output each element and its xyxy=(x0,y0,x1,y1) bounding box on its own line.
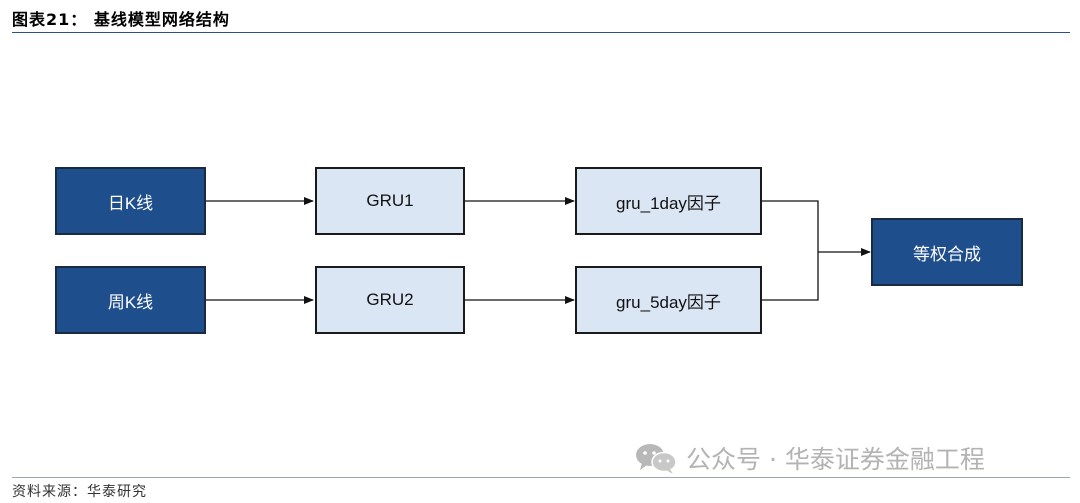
source-note: 资料来源：华泰研究 xyxy=(12,484,147,500)
edge-factor1-merge xyxy=(762,200,819,252)
node-gru1: GRU1 xyxy=(315,167,465,235)
node-daily-k: 日K线 xyxy=(55,167,206,235)
header-title: 图表21： 基线模型网络结构 xyxy=(12,10,230,29)
edge-factor5-merge xyxy=(762,252,819,301)
footer-divider xyxy=(12,477,1070,478)
header-divider xyxy=(12,32,1070,33)
node-equal-weight: 等权合成 xyxy=(871,218,1023,286)
node-factor-1day: gru_1day因子 xyxy=(575,167,762,235)
watermark-text: 公众号 · 华泰证券金融工程 xyxy=(686,445,985,474)
watermark: 公众号 · 华泰证券金融工程 xyxy=(634,440,985,476)
wechat-icon xyxy=(634,441,678,475)
node-weekly-k: 周K线 xyxy=(55,266,206,334)
node-factor-5day: gru_5day因子 xyxy=(575,266,762,334)
node-gru2: GRU2 xyxy=(315,266,465,334)
